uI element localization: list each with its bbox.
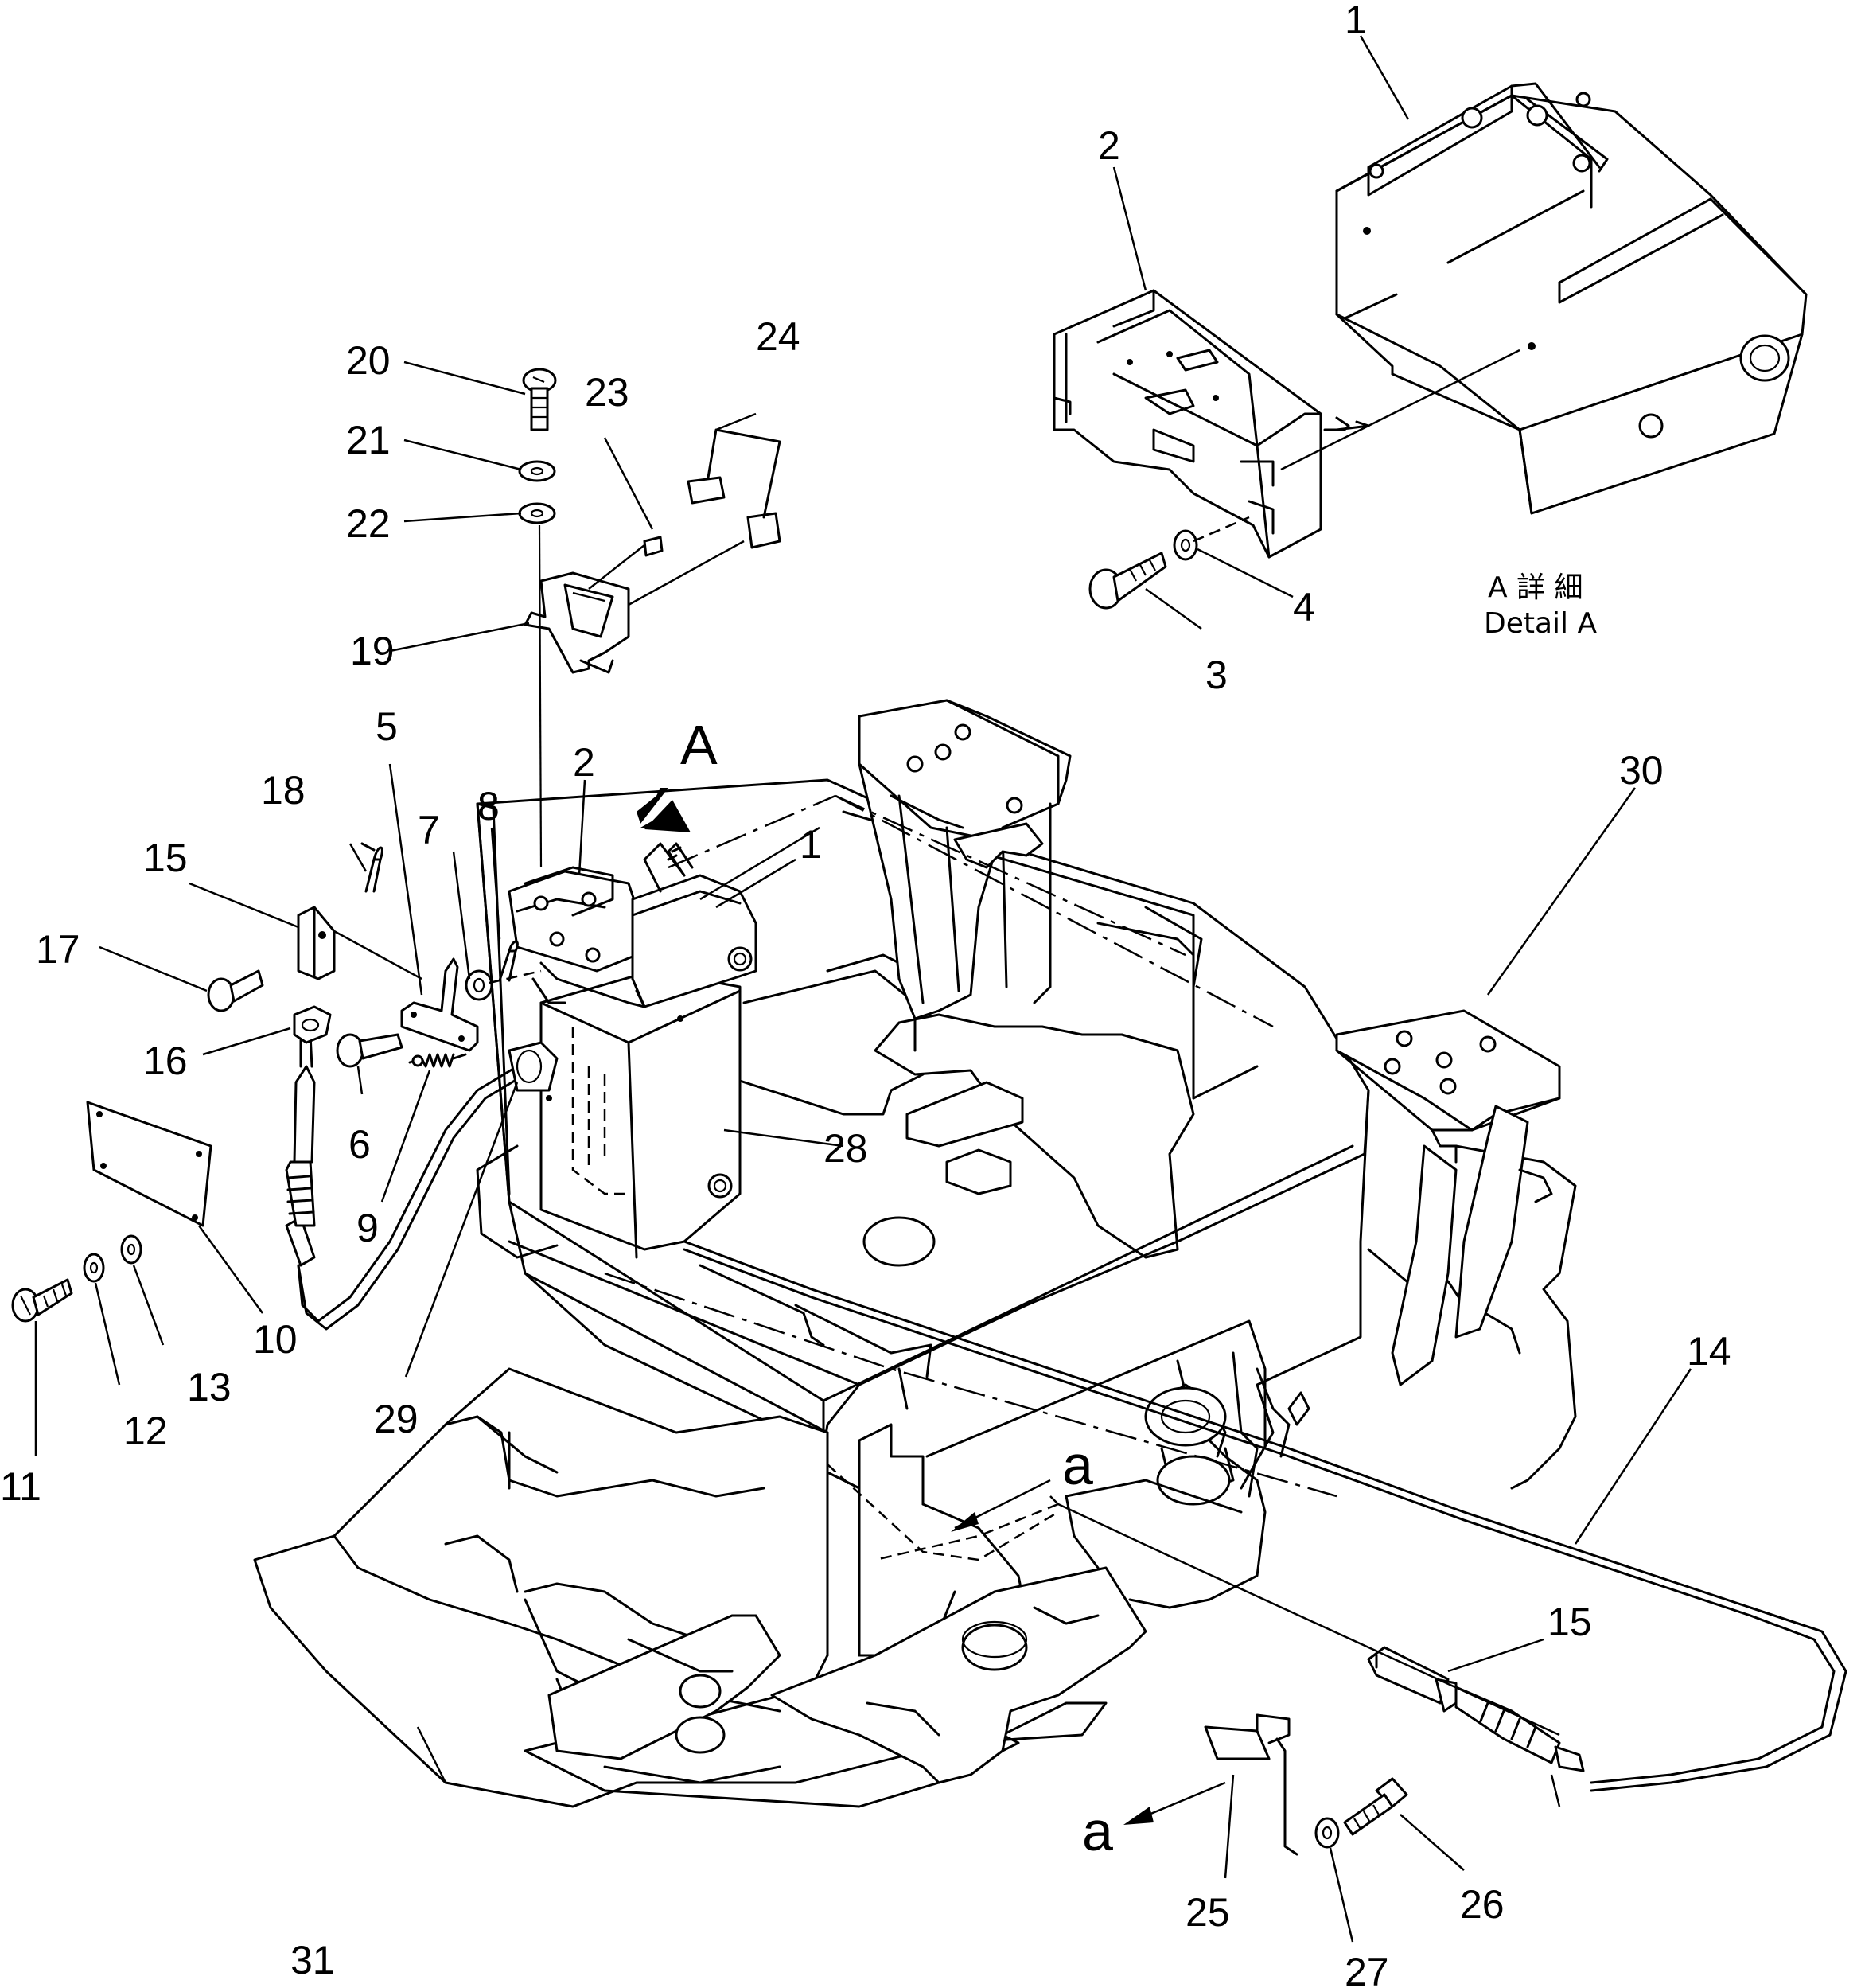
callout-31: 31 <box>290 1938 335 1982</box>
callout-6: 6 <box>348 1122 371 1167</box>
decal-pointer-line <box>588 544 645 590</box>
section-a-label-lower: a <box>1082 1800 1113 1862</box>
control-cable-part-14 <box>285 1033 1847 1792</box>
washer-part-27 <box>1314 1817 1340 1849</box>
section-a-line-upper <box>874 1503 1059 1561</box>
pedestal-part-30 <box>1335 1009 1561 1386</box>
callout-8: 8 <box>477 784 500 828</box>
callout-11: 11 <box>0 1464 41 1509</box>
screw-part-11 <box>11 1278 73 1323</box>
bracket-drop-line <box>538 524 543 868</box>
callout-4: 4 <box>1293 585 1315 630</box>
clip-bracket-outline <box>1275 1737 1298 1856</box>
under-cover-part-31 <box>253 1367 1147 1808</box>
washer-part-7 <box>465 969 493 1001</box>
controller-box-part-28 <box>539 969 742 1259</box>
section-a-arrowhead-upper-icon <box>951 1512 979 1532</box>
callout-22: 22 <box>346 501 391 546</box>
axis-line-lower <box>604 1272 1337 1498</box>
callout-1-detail: 1 <box>1345 0 1367 42</box>
callout-26: 26 <box>1460 1882 1505 1927</box>
callout-23: 23 <box>585 370 629 415</box>
cover-box-part-1 <box>1335 82 1808 515</box>
frame-pedestal-left <box>858 699 1072 1020</box>
callout-20: 20 <box>346 338 391 383</box>
axis-line-center <box>835 794 1186 957</box>
mounted-cover-assembly <box>508 842 757 1008</box>
callout-5: 5 <box>376 704 398 749</box>
bolt-part-26 <box>1343 1777 1408 1836</box>
decal-leader-23 <box>603 437 654 530</box>
washer-part-12 <box>83 1253 105 1283</box>
section-a-label-upper: a <box>1062 1434 1093 1496</box>
section-a-arrowhead-lower-icon <box>1123 1807 1154 1825</box>
bolt-part-6 <box>336 1033 403 1068</box>
callout-1-main: 1 <box>800 822 822 867</box>
callout-3: 3 <box>1205 653 1228 697</box>
bracket-part-2 <box>1053 289 1370 559</box>
view-a-label: A <box>680 714 718 776</box>
callout-17: 17 <box>36 927 80 972</box>
pin-part-18 <box>360 842 383 893</box>
callout-21: 21 <box>346 418 391 462</box>
detail-a-link <box>827 1464 1059 1561</box>
pin-dash-line <box>489 969 542 984</box>
callout-16: 16 <box>143 1039 188 1083</box>
leader-lines <box>34 35 1692 1943</box>
callout-29: 29 <box>374 1397 419 1441</box>
callout-19: 19 <box>350 629 395 673</box>
washer-part-13 <box>120 1234 142 1265</box>
detail-a-caption-en: Detail A <box>1484 607 1597 640</box>
callout-labels: 1 2 3 4 1 2 5 6 7 8 9 10 11 12 13 14 15 … <box>0 0 1731 1988</box>
cable-end-part-15-left <box>297 906 336 980</box>
detail-a-pointer <box>1049 1495 1560 1737</box>
washer-part-4 <box>1173 529 1198 561</box>
callout-13: 13 <box>187 1365 232 1409</box>
washer-part-22 <box>518 502 556 524</box>
callout-27: 27 <box>1345 1950 1389 1988</box>
washer-part-21 <box>518 460 556 482</box>
clip-part-25 <box>1204 1713 1291 1760</box>
callout-7: 7 <box>418 808 440 852</box>
callout-25: 25 <box>1186 1890 1230 1935</box>
callout-18: 18 <box>261 768 306 813</box>
cable-end-part-15-right <box>1367 1646 1585 1807</box>
callout-14: 14 <box>1687 1329 1731 1374</box>
plate-part-10 <box>86 1101 212 1227</box>
bracket-part-5 <box>400 957 479 1052</box>
callout-9: 9 <box>356 1206 379 1250</box>
callout-30: 30 <box>1619 748 1664 793</box>
cable-end-leader <box>333 930 422 980</box>
bolt-part-20 <box>522 368 557 431</box>
detail-a-caption-jp: A 詳 細 <box>1488 571 1583 604</box>
spring-part-9 <box>408 1053 467 1068</box>
gauge-bracket-part-19 <box>524 571 630 674</box>
decal-part-24 <box>687 428 781 549</box>
callout-24: 24 <box>756 314 800 359</box>
callout-15-right: 15 <box>1548 1600 1592 1644</box>
axis-line-upper <box>668 794 1274 1028</box>
pin-part-8 <box>498 940 519 982</box>
decal-part-23 <box>643 536 664 557</box>
callout-15-left: 15 <box>143 836 188 880</box>
callout-10: 10 <box>253 1317 298 1362</box>
bolt-part-3 <box>1088 552 1167 610</box>
bolt-part-17 <box>207 969 264 1012</box>
view-a-arrow-head-icon <box>644 800 691 832</box>
detail-a-assembly <box>1053 82 1808 610</box>
decal-leader-24 <box>715 412 757 431</box>
decal-pointer-line-2 <box>628 540 745 606</box>
callout-2-main: 2 <box>573 740 595 785</box>
callout-28: 28 <box>823 1126 868 1171</box>
nut-part-16 <box>293 1005 332 1044</box>
callout-12: 12 <box>123 1409 168 1453</box>
callout-2-detail: 2 <box>1098 123 1120 168</box>
